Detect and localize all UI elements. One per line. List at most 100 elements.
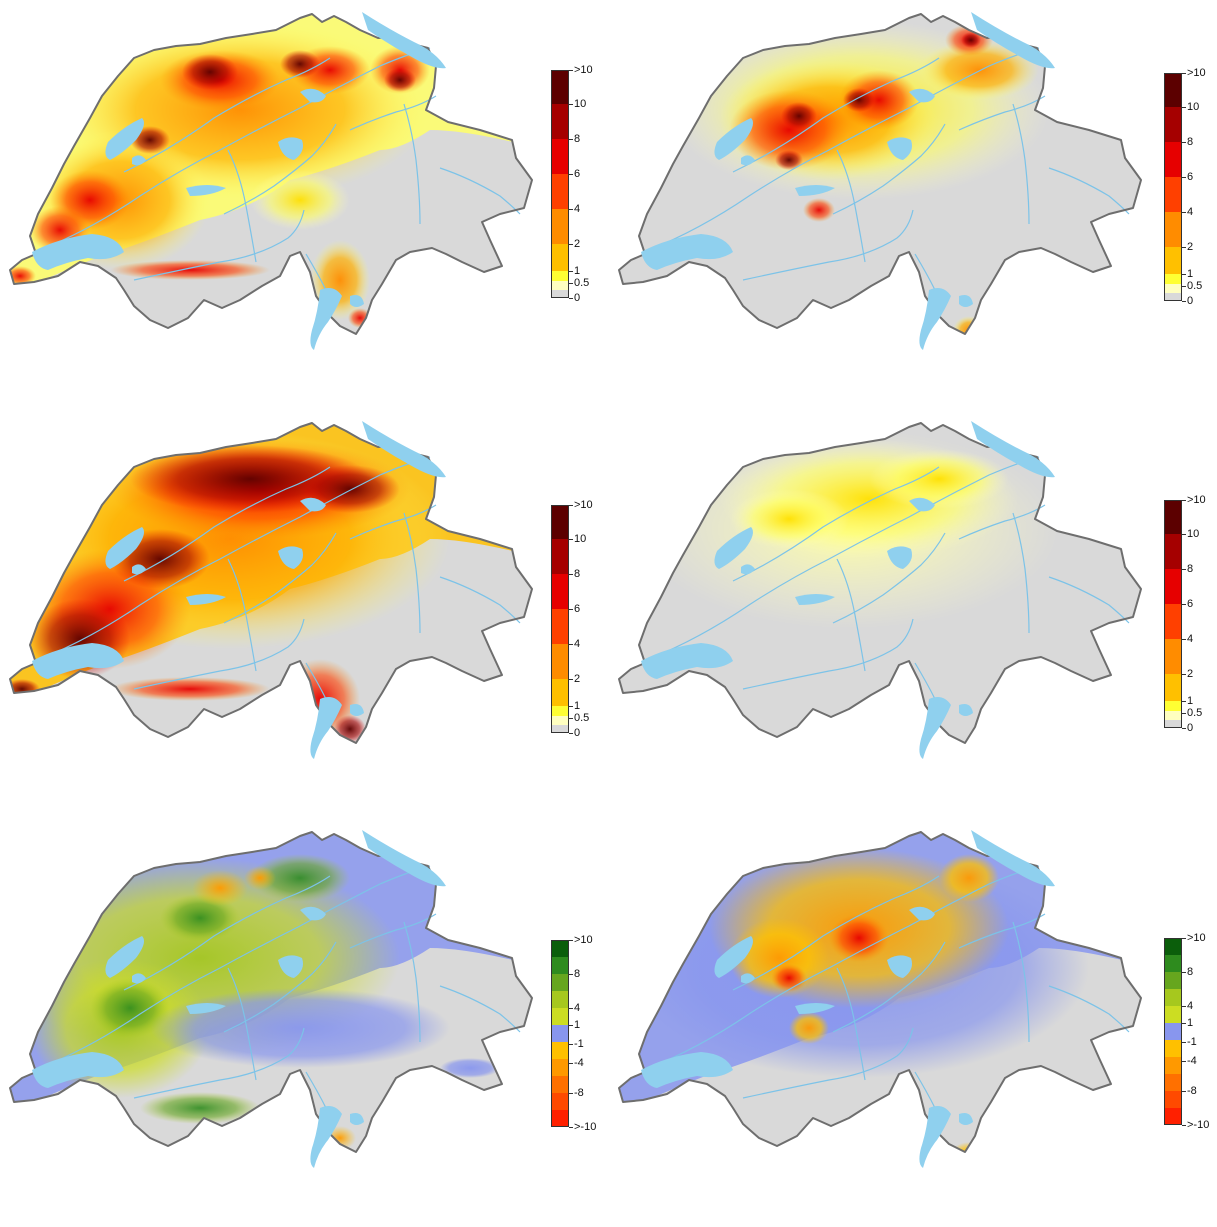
legend-swatch — [551, 940, 569, 957]
legend-tick — [1182, 247, 1186, 248]
lake — [909, 88, 935, 103]
legend-tick — [569, 1044, 573, 1045]
river — [832, 123, 946, 215]
river — [1048, 576, 1130, 624]
legend-tick — [1182, 212, 1186, 213]
lake — [278, 955, 303, 978]
legend-tick — [569, 733, 573, 734]
value-patch — [781, 102, 817, 130]
value-patch — [729, 90, 849, 170]
legend-swatch — [1164, 177, 1182, 212]
legend-label: >10 — [574, 934, 593, 946]
legend-label: 4 — [1187, 206, 1194, 218]
river — [732, 466, 940, 582]
river — [836, 149, 866, 263]
lake — [32, 643, 124, 679]
legend-label: 8 — [1187, 136, 1194, 148]
river — [648, 47, 1040, 251]
legend-tick — [569, 271, 573, 272]
switzerland-map — [618, 12, 1142, 350]
lake — [300, 906, 326, 921]
legend-label: 4 — [574, 638, 581, 650]
legend-tick — [1182, 674, 1186, 675]
legend-tick — [1182, 1042, 1186, 1043]
legend-swatch — [551, 574, 569, 609]
legend-swatch — [551, 104, 569, 139]
lake — [887, 137, 912, 160]
legend-swatch — [551, 244, 569, 271]
legend-swatch — [551, 290, 569, 298]
legend-label: 1 — [574, 1019, 581, 1031]
legend-swatch — [551, 1093, 569, 1110]
legend-swatch — [1164, 569, 1182, 604]
lake — [300, 88, 326, 103]
river — [403, 512, 421, 634]
legend-label: -4 — [574, 1057, 584, 1069]
legend-tick — [569, 539, 573, 540]
river — [958, 504, 1046, 540]
river — [1012, 512, 1030, 634]
legend-tick — [569, 1093, 573, 1094]
legend-swatch — [551, 1008, 569, 1025]
legend-label: >10 — [574, 64, 593, 76]
legend-tick — [1182, 1091, 1186, 1092]
legend-tick — [569, 679, 573, 680]
lake — [959, 704, 973, 716]
lake — [350, 1113, 364, 1125]
legend-tick — [1182, 177, 1186, 178]
legend-label: 6 — [574, 603, 581, 615]
lake — [714, 118, 753, 160]
legend-label: 6 — [1187, 598, 1194, 610]
lake — [186, 594, 226, 605]
legend-label: 8 — [1187, 563, 1194, 575]
lake — [32, 1052, 124, 1088]
legend-swatch — [551, 281, 569, 290]
value-field — [639, 429, 1059, 629]
legend-swatch — [1164, 107, 1182, 142]
switzerland-map — [9, 421, 533, 759]
legend-tick — [569, 244, 573, 245]
value-field — [10, 832, 532, 1150]
lake — [132, 973, 146, 984]
legend-label: -1 — [574, 1038, 584, 1050]
legend-label: 6 — [574, 168, 581, 180]
river — [223, 532, 337, 624]
legend-label: -4 — [1187, 1055, 1197, 1067]
value-patch — [10, 679, 40, 699]
legend-swatch — [1164, 1108, 1182, 1125]
river — [836, 967, 866, 1081]
legend-swatch — [1164, 500, 1182, 534]
value-patch — [919, 40, 1039, 100]
legend-swatch — [551, 957, 569, 974]
legend-swatch — [1164, 1057, 1182, 1074]
legend-tick — [1182, 500, 1186, 501]
legend-swatch — [1164, 247, 1182, 274]
legend-label: 8 — [574, 968, 581, 980]
river — [914, 662, 936, 700]
river — [832, 941, 946, 1033]
legend-swatch — [1164, 639, 1182, 674]
legend-tick — [569, 974, 573, 975]
lake — [350, 704, 364, 716]
legend-tick — [1182, 1061, 1186, 1062]
lake — [310, 288, 342, 350]
legend-swatch — [1164, 212, 1182, 247]
legend-label: 0 — [574, 727, 581, 739]
legend-swatch — [551, 609, 569, 644]
legend-label: 8 — [574, 133, 581, 145]
river — [914, 1071, 936, 1109]
lake — [909, 906, 935, 921]
value-patch — [110, 260, 270, 280]
river — [1048, 985, 1130, 1033]
lake — [350, 295, 364, 307]
river — [39, 47, 431, 251]
river — [403, 103, 421, 225]
legend-swatch — [551, 539, 569, 574]
river — [439, 576, 521, 624]
country-border — [618, 422, 1142, 744]
